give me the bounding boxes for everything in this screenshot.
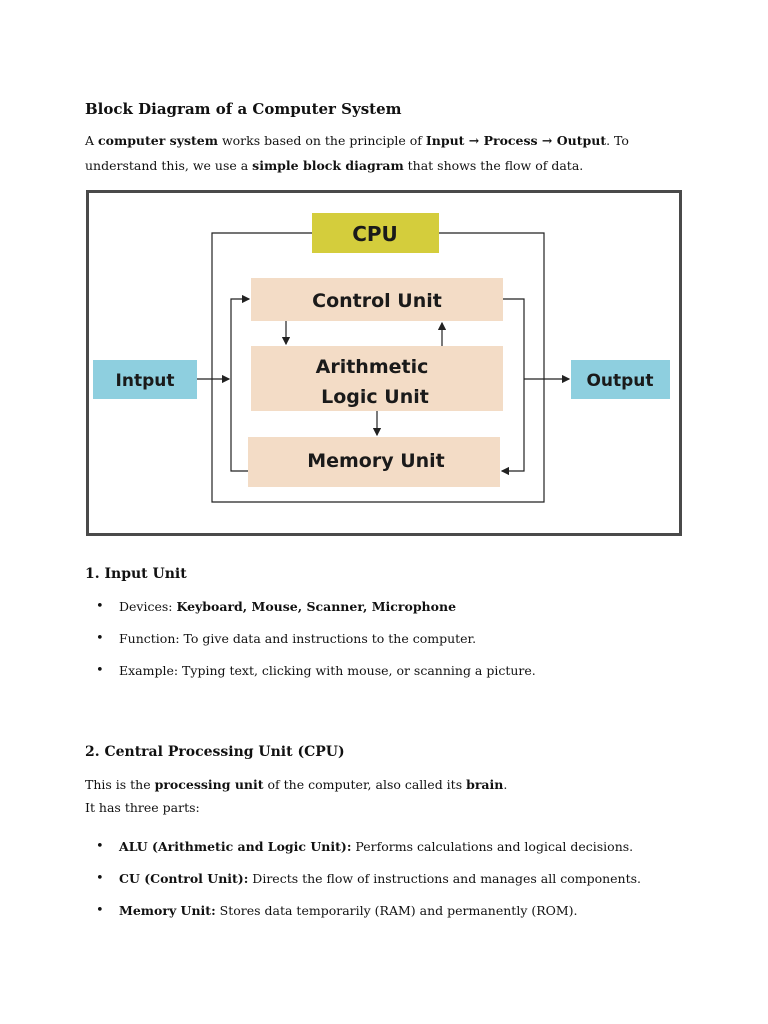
item-text: Directs the flow of instructions and man… (248, 871, 642, 886)
section2-heading: 2. Central Processing Unit (CPU) (85, 744, 345, 760)
s2-bold-2: brain (466, 777, 504, 792)
item-bold: Memory Unit: (119, 903, 216, 918)
input-box (93, 360, 197, 399)
section2-line1: This is the processing unit of the compu… (85, 777, 507, 792)
list-item: Memory Unit: Stores data temporarily (RA… (85, 903, 641, 935)
memory-unit-box (248, 437, 500, 487)
cpu-label: CPU (352, 222, 398, 246)
intro-paragraph: A computer system works based on the pri… (85, 128, 695, 178)
item-text: Function: To give data and instructions … (119, 631, 477, 646)
item-bold: ALU (Arithmetic and Logic Unit): (119, 839, 352, 854)
list-item: Devices: Keyboard, Mouse, Scanner, Micro… (85, 599, 536, 631)
list-item: Function: To give data and instructions … (85, 631, 536, 663)
arrow-memory-to-control (230, 294, 251, 472)
output-box (571, 360, 670, 399)
s2-text-3: . (503, 777, 508, 792)
item-text: Example: Typing text, clicking with mous… (119, 663, 536, 678)
input-label: Intput (116, 371, 175, 391)
item-bold: CU (Control Unit): (119, 871, 249, 886)
section2-line2: It has three parts: (85, 800, 200, 815)
intro-bold-2: Input → Process → Output (425, 133, 607, 148)
s2-text-2: of the computer, also called its (263, 777, 467, 792)
item-text: Devices: (119, 599, 177, 614)
intro-text-2: works based on the principle of (217, 133, 426, 148)
section1-list: Devices: Keyboard, Mouse, Scanner, Micro… (85, 599, 536, 695)
item-text: Stores data temporarily (RAM) and perman… (215, 903, 578, 918)
section1-heading: 1. Input Unit (85, 566, 187, 582)
intro-text-3: . To understand this, we use a (85, 133, 629, 173)
control-unit-box (251, 278, 503, 321)
cpu-enclosure-left (211, 232, 545, 503)
page-title: Block Diagram of a Computer System (85, 100, 402, 118)
list-item: Example: Typing text, clicking with mous… (85, 663, 536, 695)
s2-bold-1: processing unit (154, 777, 264, 792)
section2-list: ALU (Arithmetic and Logic Unit): Perform… (85, 839, 641, 935)
cpu-box (312, 213, 439, 253)
alu-box (251, 346, 503, 411)
s2-text-1: This is the (85, 777, 155, 792)
list-item: ALU (Arithmetic and Logic Unit): Perform… (85, 839, 641, 871)
intro-bold-1: computer system (98, 133, 218, 148)
intro-text-1: A (85, 133, 99, 148)
alu-label-line1: Arithmetic (316, 356, 429, 378)
intro-bold-3: simple block diagram (252, 158, 404, 173)
list-item: CU (Control Unit): Directs the flow of i… (85, 871, 641, 903)
arrow-control-to-memory (500, 298, 525, 476)
control-unit-label: Control Unit (312, 290, 442, 312)
output-label: Output (586, 371, 653, 391)
block-diagram: CPU Control Unit Arithmetic Logic Unit M… (86, 190, 682, 536)
memory-unit-label: Memory Unit (307, 450, 445, 472)
item-bold: Keyboard, Mouse, Scanner, Microphone (176, 599, 457, 614)
intro-text-4: that shows the flow of data. (403, 158, 584, 173)
alu-label-line2: Logic Unit (321, 386, 429, 408)
item-text: Performs calculations and logical decisi… (351, 839, 634, 854)
block-diagram-svg: CPU Control Unit Arithmetic Logic Unit M… (93, 213, 670, 503)
